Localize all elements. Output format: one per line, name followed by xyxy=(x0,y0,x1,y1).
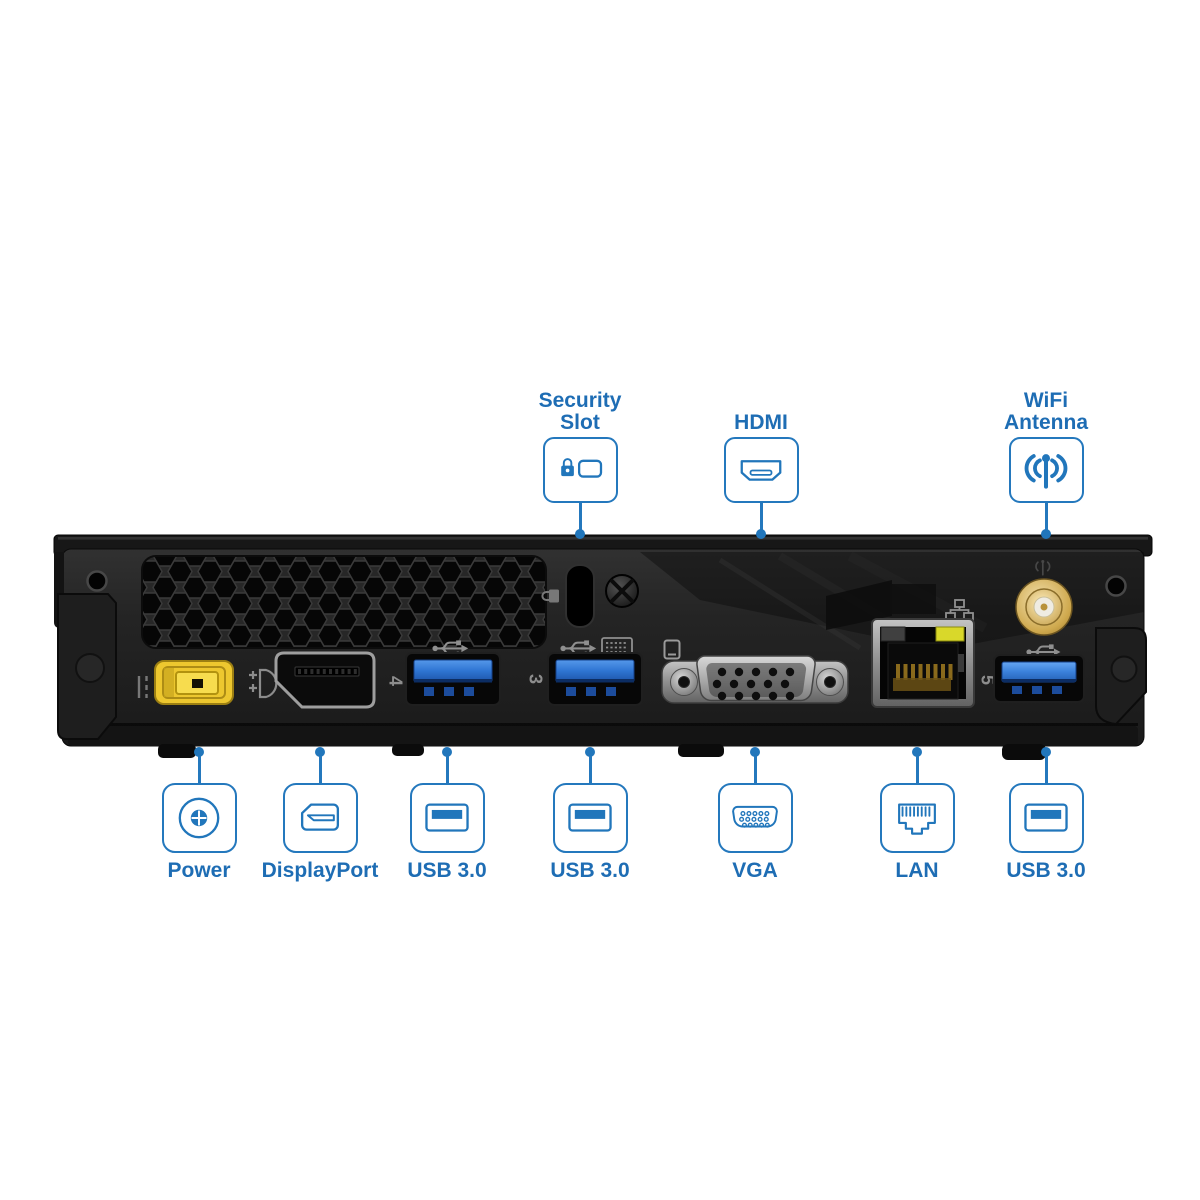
callout-line xyxy=(445,756,449,783)
vent-grille xyxy=(141,555,547,649)
vga-label: VGA xyxy=(732,859,778,882)
callout-line xyxy=(753,756,757,783)
callout-line xyxy=(915,756,919,783)
callout-usb3-2: USB 3.0 xyxy=(530,747,650,883)
callout-wifi-antenna: WiFi Antenna xyxy=(986,388,1106,539)
kensington-security-slot xyxy=(565,564,595,628)
vga-port xyxy=(661,655,849,704)
usb-icon xyxy=(425,803,469,832)
wifi-antenna-callout-box xyxy=(1008,437,1084,503)
lan-icon xyxy=(898,803,936,835)
callout-line xyxy=(318,756,322,783)
usb-port-4: 4 xyxy=(385,639,501,706)
callout-dot xyxy=(442,747,452,757)
callout-line xyxy=(759,503,763,530)
lan-callout-box xyxy=(879,783,955,853)
usb-icon xyxy=(1024,803,1068,832)
right-latch-button xyxy=(1110,655,1138,683)
kensington-lock-icon xyxy=(541,589,559,603)
callout-dot xyxy=(756,529,766,539)
callout-line xyxy=(1044,756,1048,783)
wifi-antenna-label: WiFi Antenna xyxy=(1004,388,1088,435)
usb3-label: USB 3.0 xyxy=(550,859,630,882)
callout-line xyxy=(197,756,201,783)
left-end-cap xyxy=(57,570,117,740)
usb-port-3: 3 xyxy=(525,637,643,706)
lan-label: LAN xyxy=(895,859,939,882)
dc-power-icon xyxy=(137,676,148,698)
panel-screw xyxy=(605,574,639,608)
usb-port-number-3: 3 xyxy=(525,674,545,684)
lan-led-left xyxy=(880,626,906,642)
usb3-callout-box xyxy=(409,783,485,853)
callout-displayport: DisplayPort xyxy=(260,747,380,883)
callout-power: Power xyxy=(139,747,259,883)
usb-port-number-4: 4 xyxy=(385,676,405,686)
callout-line xyxy=(588,756,592,783)
callout-dot xyxy=(912,747,922,757)
left-screw-hole xyxy=(86,570,108,592)
security-slot-label: Security Slot xyxy=(538,388,622,435)
hdmi-icon xyxy=(740,460,782,481)
lan-led-yellow xyxy=(935,626,965,642)
displayport-label: DisplayPort xyxy=(261,859,379,882)
monitor-icon xyxy=(663,639,681,660)
power-callout-box xyxy=(161,783,237,853)
usb-port-5: 5 xyxy=(977,643,1085,703)
right-end-cap xyxy=(1095,575,1147,726)
vga-icon xyxy=(732,805,778,828)
sma-antenna-connector xyxy=(1015,578,1073,636)
usb3-label: USB 3.0 xyxy=(407,859,487,882)
callout-dot xyxy=(575,529,585,539)
ethernet-icon xyxy=(945,599,974,621)
vga-pin-holes xyxy=(712,667,795,701)
callout-dot xyxy=(315,747,325,757)
callout-hdmi: HDMI xyxy=(701,388,821,539)
callout-dot xyxy=(1041,747,1051,757)
power-connector xyxy=(154,660,234,705)
security-slot-callout-box xyxy=(542,437,618,503)
callout-dot xyxy=(585,747,595,757)
displayport-callout-box xyxy=(282,783,358,853)
callout-security-slot: Security Slot xyxy=(520,388,640,539)
callout-usb3-3: USB 3.0 xyxy=(986,747,1106,883)
displayport-logo-icon xyxy=(249,668,278,699)
usb-icon xyxy=(568,803,612,832)
wifi-antenna-icon xyxy=(1024,454,1068,489)
callout-lan: LAN xyxy=(857,747,977,883)
displayport-icon xyxy=(300,803,340,831)
callout-line xyxy=(578,503,582,530)
usb-port-number-5: 5 xyxy=(977,675,997,685)
power-label: Power xyxy=(167,859,231,882)
left-latch-button xyxy=(75,653,105,683)
callout-dot xyxy=(1041,529,1051,539)
rubber-feet xyxy=(158,744,1046,760)
callout-usb3-1: USB 3.0 xyxy=(387,747,507,883)
security-slot-icon xyxy=(561,458,603,478)
displayport-port xyxy=(274,651,376,709)
callout-vga: VGA xyxy=(695,747,815,883)
right-screw-hole xyxy=(1105,575,1127,597)
usb3-callout-box xyxy=(552,783,628,853)
callout-dot xyxy=(750,747,760,757)
vga-callout-box xyxy=(717,783,793,853)
power-icon xyxy=(178,797,220,839)
hdmi-callout-box xyxy=(723,437,799,503)
lan-port xyxy=(871,618,975,708)
callout-dot xyxy=(194,747,204,757)
usb3-label: USB 3.0 xyxy=(1006,859,1086,882)
usb3-callout-box xyxy=(1008,783,1084,853)
callout-line xyxy=(1044,503,1048,530)
hdmi-label: HDMI xyxy=(734,411,788,435)
antenna-print-icon xyxy=(1035,559,1051,576)
